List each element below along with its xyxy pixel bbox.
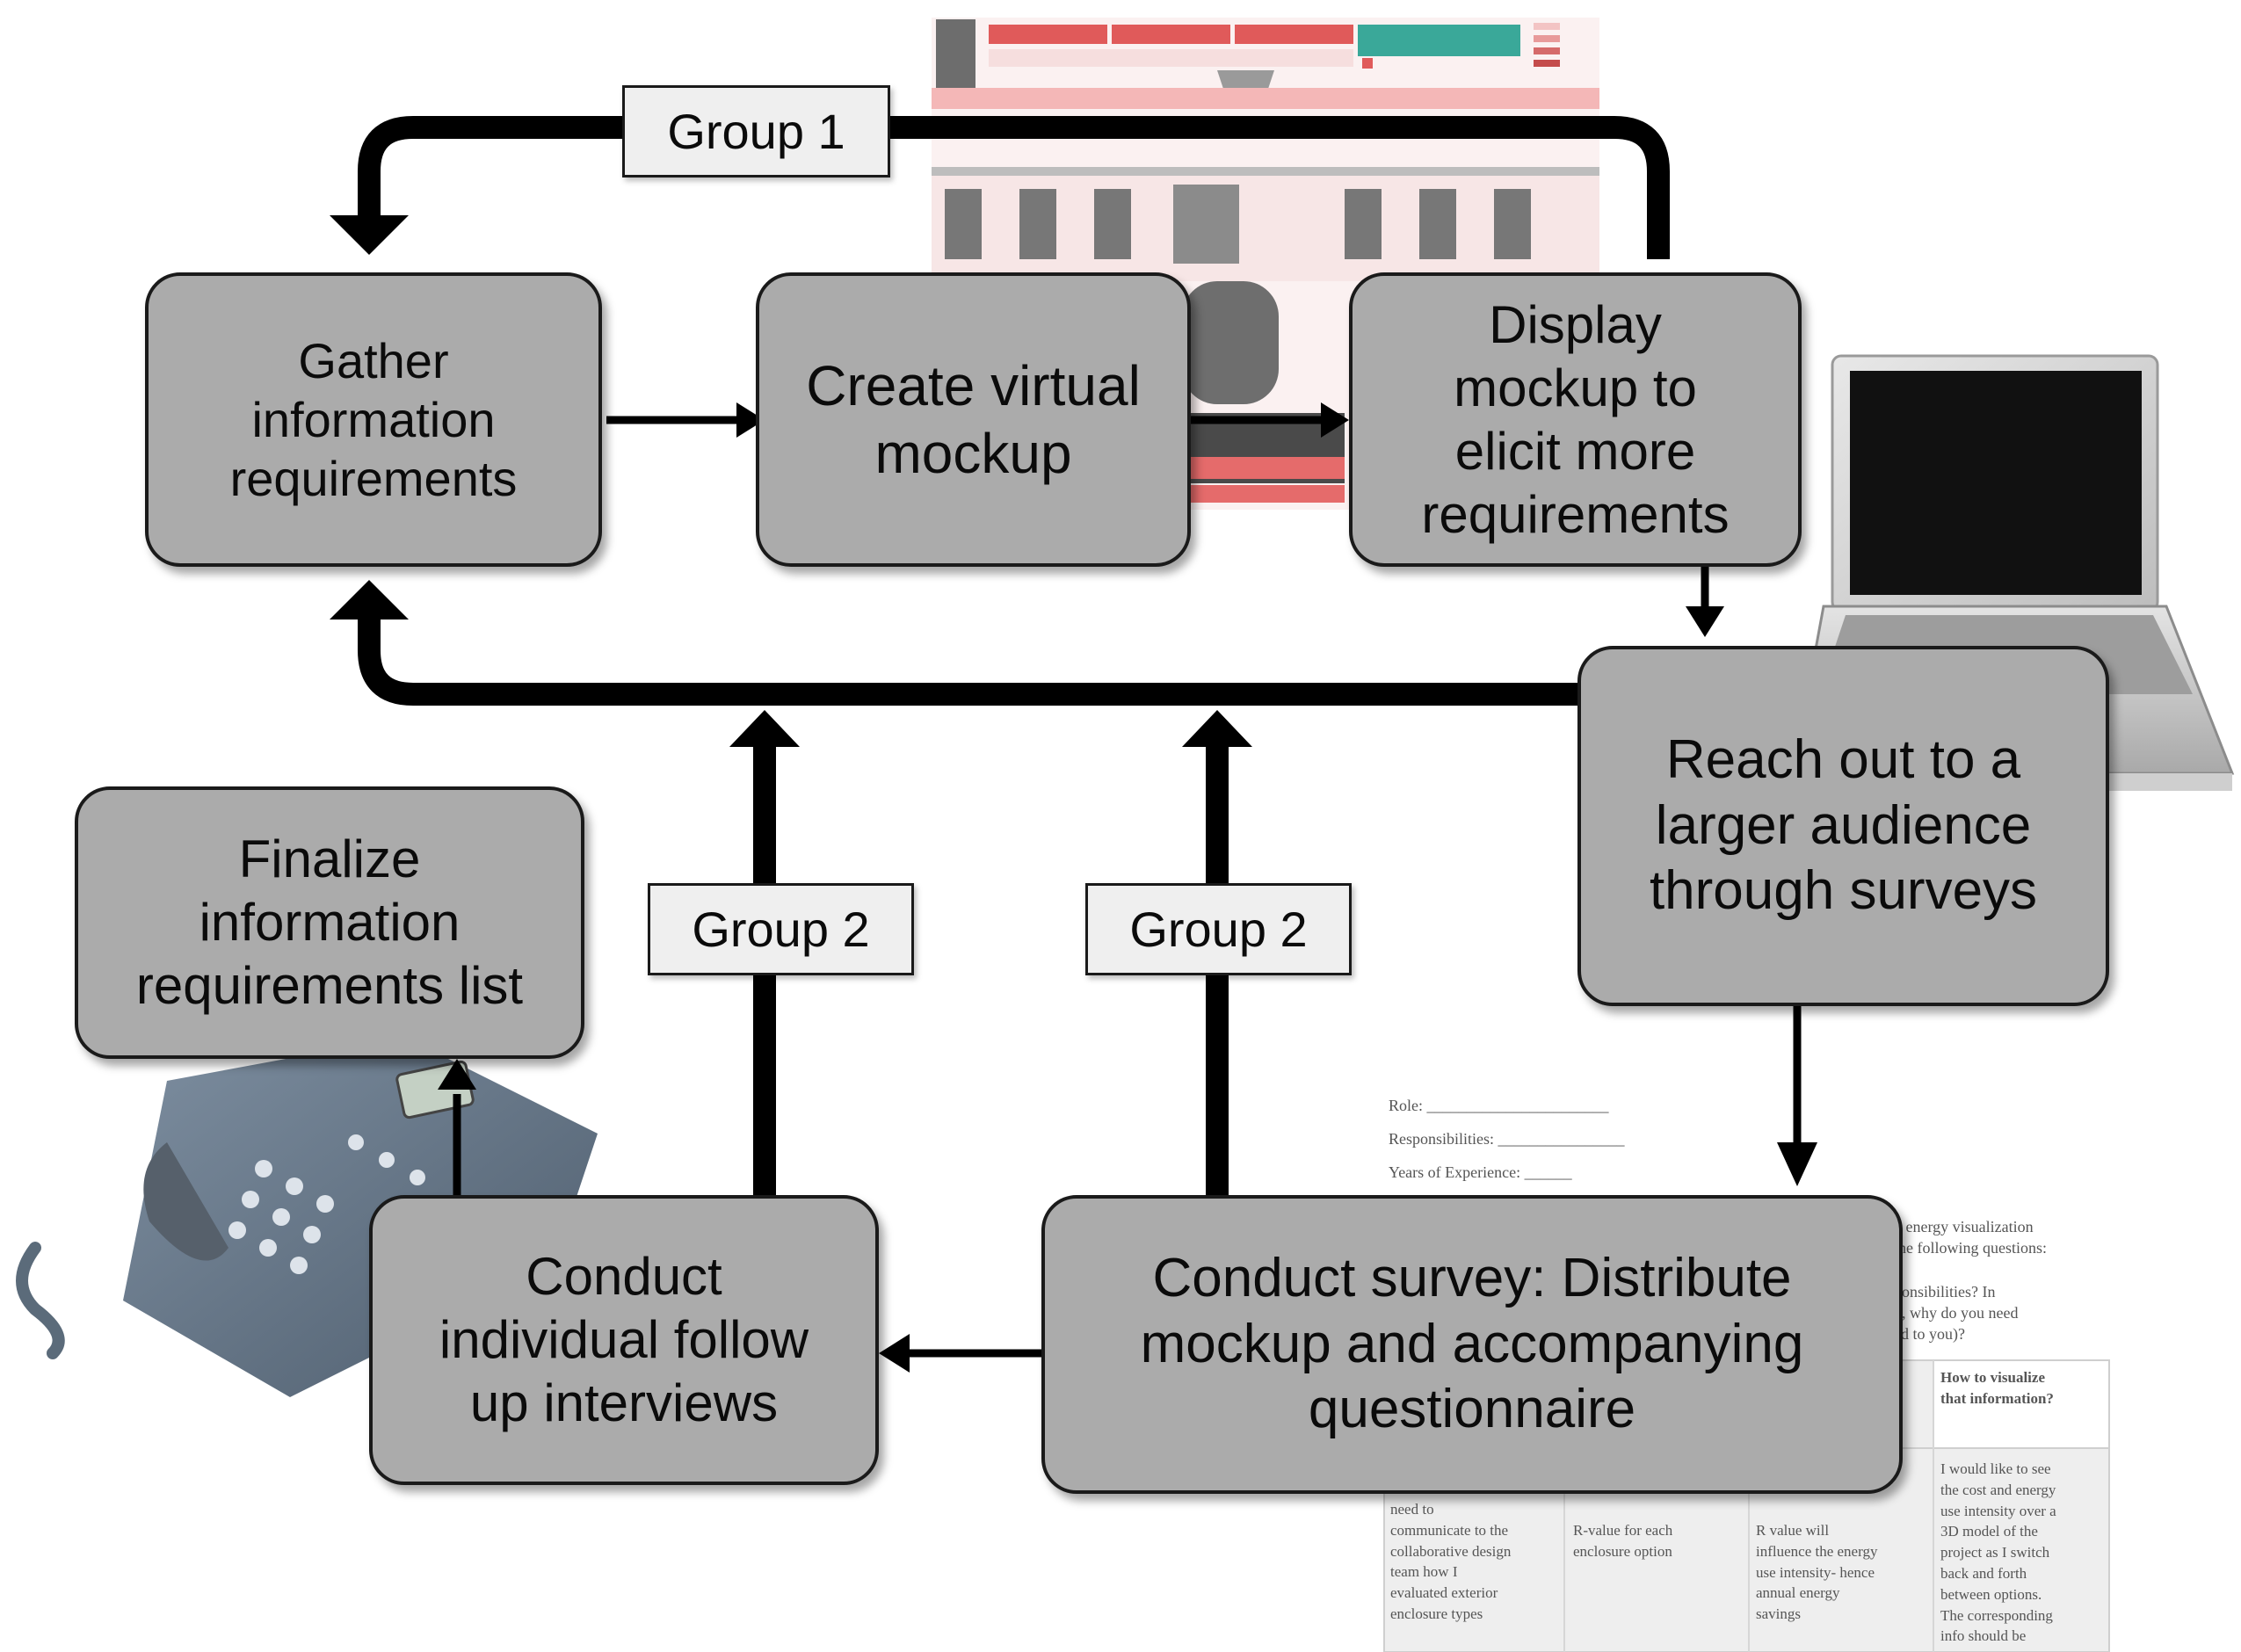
table-cell-4: I would like to see the cost and energy … <box>1940 1460 2056 1645</box>
telephone-illustration <box>16 1037 598 1397</box>
form-question-line-2: d, why do you need <box>1894 1304 2019 1322</box>
node-create-mockup: Create virtual mockup <box>756 272 1191 567</box>
return-arrow <box>358 620 1582 706</box>
form-intro-line-2: the following questions: <box>1894 1239 2047 1257</box>
form-role-line: Role: _______________________ <box>1389 1097 1609 1114</box>
group2-right-label: Group 2 <box>1085 883 1352 975</box>
form-question-line-1: ponsibilities? In <box>1894 1283 1996 1301</box>
table-cell-3: R value will influence the energy use in… <box>1756 1522 1878 1623</box>
table-cell-1: need to communicate to the collaborative… <box>1390 1501 1512 1622</box>
form-question-line-3: ed to you)? <box>1894 1325 1965 1343</box>
node-conduct-interviews: Conduct individual follow up interviews <box>369 1195 879 1485</box>
node-reach-audience: Reach out to a larger audience through s… <box>1577 646 2109 1006</box>
table-cell-2: R-value for each enclosure option <box>1573 1522 1673 1560</box>
form-years-line: Years of Experience: ______ <box>1389 1163 1572 1181</box>
table-header-how: How to visualize that information? <box>1940 1369 2054 1407</box>
node-finalize-list: Finalize information requirements list <box>75 786 584 1059</box>
group1-feedback-arrow <box>358 116 1670 259</box>
group2-left-label: Group 2 <box>648 883 914 975</box>
node-conduct-survey: Conduct survey: Distribute mockup and ac… <box>1041 1195 1903 1494</box>
thin-arrows <box>453 416 1802 1358</box>
node-gather-requirements: Gather information requirements <box>145 272 602 567</box>
node-display-mockup: Display mockup to elicit more requiremen… <box>1349 272 1802 567</box>
form-responsibilities-line: Responsibilities: ________________ <box>1389 1130 1625 1148</box>
group1-label: Group 1 <box>622 85 890 178</box>
form-intro-line-1: n energy visualization <box>1894 1218 2034 1235</box>
arrowheads <box>330 215 1817 1373</box>
